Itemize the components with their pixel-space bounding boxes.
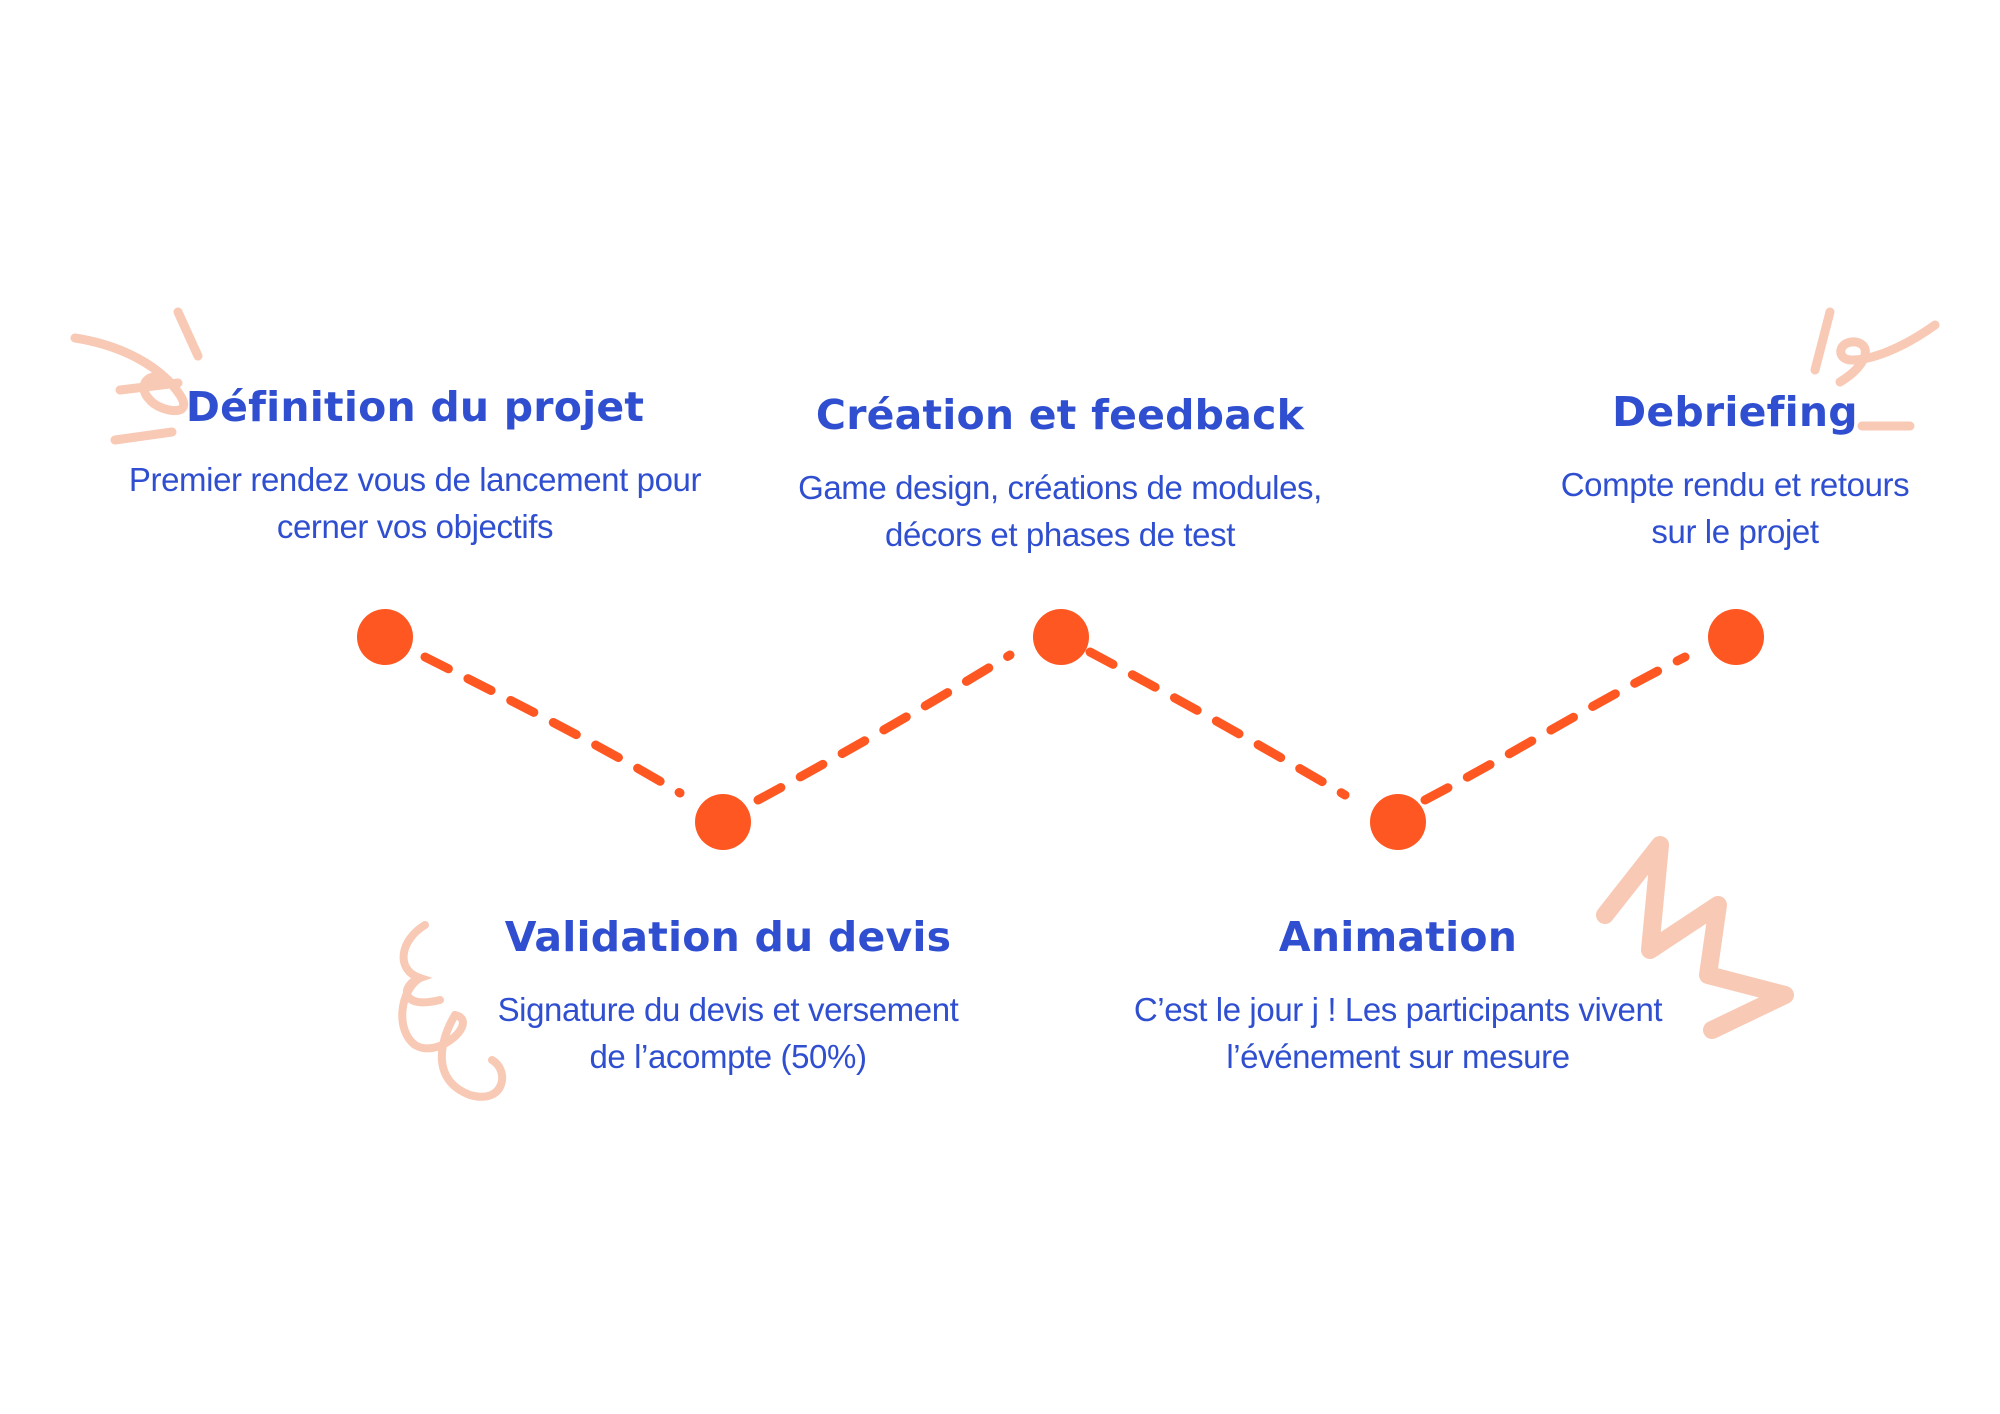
timeline-node-3	[1033, 609, 1089, 665]
step-title: Définition du projet	[185, 383, 645, 431]
timeline-node-4	[1370, 794, 1426, 850]
step-description: Signature du devis et versement de l’aco…	[497, 991, 959, 1076]
step-debriefing: Debriefing Compte rendu et retours sur l…	[1375, 388, 2000, 555]
step-creation-feedback: Création et feedback Game design, créati…	[700, 391, 1420, 558]
step-animation: Animation C’est le jour j ! Les particip…	[1038, 913, 1758, 1080]
doodle-top-right	[1810, 307, 1940, 431]
doodle-bottom-right	[1596, 836, 1794, 1039]
timeline-node-1	[357, 609, 413, 665]
timeline-nodes	[357, 609, 1764, 850]
step-description: C’est le jour j ! Les participants viven…	[1133, 991, 1663, 1076]
step-title: Animation	[1278, 913, 1518, 961]
timeline-node-5	[1708, 609, 1764, 665]
step-validation-devis: Validation du devis Signature du devis e…	[368, 913, 1088, 1080]
step-title: Debriefing	[1612, 388, 1858, 436]
step-title: Création et feedback	[815, 391, 1305, 439]
step-definition-projet: Définition du projet Premier rendez vous…	[55, 383, 775, 550]
timeline-connectors	[420, 647, 1690, 805]
step-title: Validation du devis	[504, 913, 952, 961]
step-description: Game design, créations de modules, décor…	[798, 469, 1322, 554]
timeline-node-2	[695, 794, 751, 850]
doodle-top-left	[70, 307, 203, 445]
step-description: Premier rendez vous de lancement pour ce…	[128, 461, 702, 546]
doodle-bottom-left	[398, 921, 507, 1101]
step-description: Compte rendu et retours sur le projet	[1560, 466, 1910, 551]
